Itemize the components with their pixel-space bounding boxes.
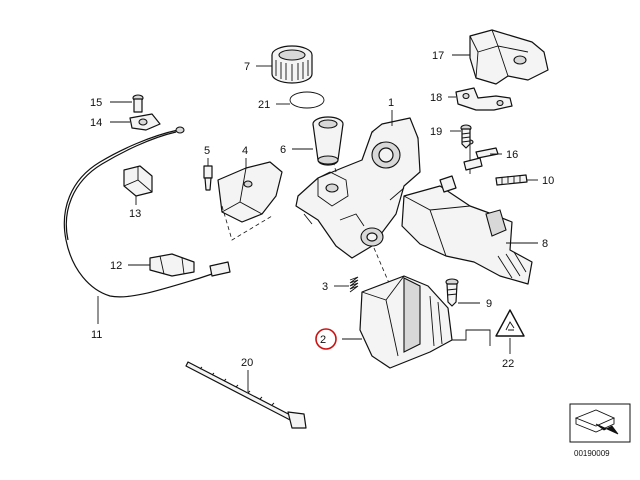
part-3-spring[interactable] (349, 276, 359, 293)
recycle-warning-icon (495, 309, 525, 337)
part-4-cover[interactable] (217, 161, 283, 223)
part-19-screw[interactable] (460, 124, 472, 149)
part-1-lock-housing[interactable] (295, 117, 421, 259)
part-labels: 1 2 3 4 5 6 7 8 9 10 11 12 13 14 15 16 1… (90, 50, 554, 370)
part-10-pin[interactable] (495, 174, 528, 186)
part-11-cable[interactable] (63, 126, 231, 298)
bracket-2-22 (452, 329, 491, 346)
part-14-clip[interactable] (129, 113, 161, 131)
part-21-ring[interactable] (289, 91, 325, 109)
label-7: 7 (244, 61, 250, 73)
reference-arrow-icon (574, 409, 619, 435)
part-12-holder[interactable] (149, 253, 195, 277)
label-17: 17 (432, 50, 444, 62)
label-18: 18 (430, 92, 442, 104)
label-3: 3 (322, 281, 328, 293)
label-6: 6 (280, 144, 286, 156)
part-2-control-unit[interactable] (359, 275, 453, 369)
label-11: 11 (91, 329, 102, 341)
label-1: 1 (388, 97, 394, 109)
part-17-cover[interactable] (469, 29, 549, 85)
label-15: 15 (90, 97, 102, 109)
part-15-bolt[interactable] (132, 94, 144, 113)
part-18-bracket[interactable] (455, 87, 513, 111)
reference-box: 00190009 (569, 403, 631, 458)
small-connector (439, 175, 457, 193)
label-9: 9 (486, 298, 492, 310)
label-5: 5 (204, 145, 210, 157)
label-21: 21 (258, 99, 270, 111)
label-22: 22 (502, 358, 514, 370)
part-6-sleeve[interactable] (312, 116, 344, 166)
part-9-screw[interactable] (445, 278, 459, 307)
label-12: 12 (110, 260, 122, 272)
part-5-screw[interactable] (203, 165, 213, 191)
label-2: 2 (320, 334, 326, 346)
label-16: 16 (506, 149, 518, 161)
part-7-bearing[interactable] (271, 45, 313, 84)
label-14: 14 (90, 117, 102, 129)
label-20: 20 (241, 357, 253, 369)
label-4: 4 (242, 145, 248, 157)
label-19: 19 (430, 126, 442, 138)
part-13-holder[interactable] (123, 165, 153, 197)
part-20-cable-tie[interactable] (185, 361, 307, 429)
label-10: 10 (542, 175, 554, 187)
label-8: 8 (542, 238, 548, 250)
label-13: 13 (129, 208, 141, 220)
part-8-module[interactable] (401, 185, 533, 285)
highlight-ring (315, 328, 337, 350)
reference-number: 00190009 (574, 449, 610, 458)
